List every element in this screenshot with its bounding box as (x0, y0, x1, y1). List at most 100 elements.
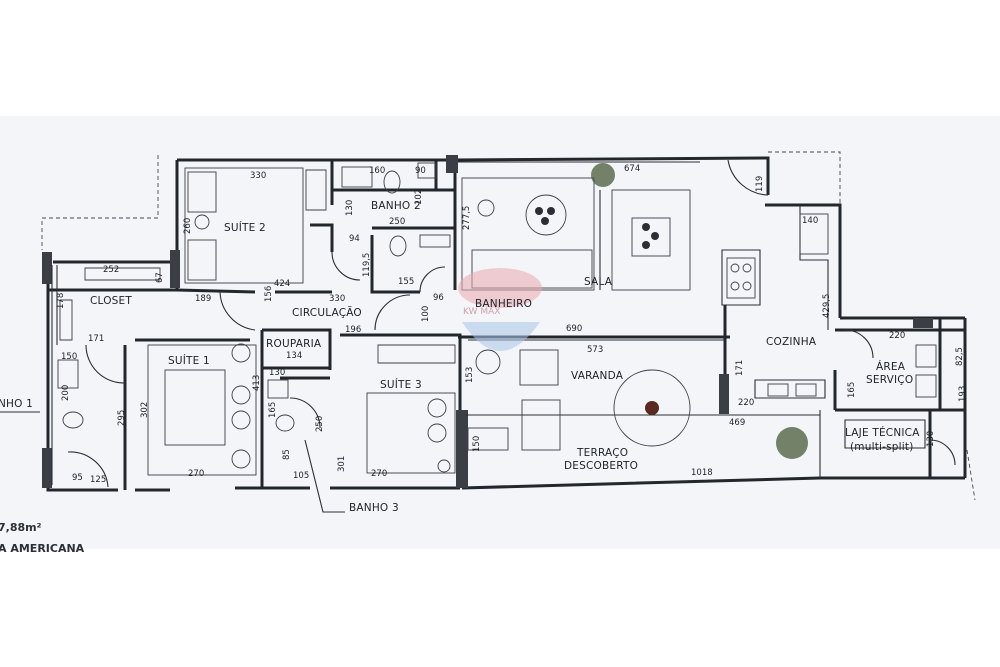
dim-label: 260 (183, 218, 193, 234)
dim-label: 250 (315, 416, 325, 432)
dim-label: 330 (329, 294, 345, 304)
dim-label: 424 (274, 279, 290, 289)
room-label-servico: SERVIÇO (866, 374, 913, 386)
dim-label: 94 (349, 234, 360, 244)
room-label-suite-3: SUÍTE 3 (380, 378, 422, 391)
dim-label: 270 (371, 469, 387, 479)
subtitle-label: A AMERICANA (0, 542, 85, 555)
dim-label: 119,5 (362, 253, 372, 277)
bed-suite-1 (147, 343, 257, 476)
room-label-closet: CLOSET (90, 295, 132, 307)
room-label-area: ÁREA (876, 360, 906, 373)
dim-label: 277,5 (462, 206, 472, 230)
room-label-laje-tecnica: LAJE TÉCNICA (845, 426, 920, 439)
dim-label: 171 (88, 334, 104, 344)
bed-suite-3 (366, 344, 456, 474)
room-label-sala: SALA (584, 276, 613, 288)
dim-label: 134 (286, 351, 302, 361)
room-label-cozinha: COZINHA (766, 336, 817, 348)
dim-label: 250 (389, 217, 405, 227)
room-labels: SUÍTE 2 BANHO 2 SALA CLOSET CIRCULAÇÃO B… (0, 200, 920, 514)
door-swings (67, 159, 956, 488)
room-label-rouparia: ROUPARIA (266, 338, 322, 350)
boundary-dashed-corner (966, 449, 976, 501)
dim-label: 96 (433, 293, 444, 303)
dim-label: 130 (345, 200, 355, 216)
dim-label: 100 (421, 306, 431, 322)
closet-shelves (59, 267, 161, 341)
kitchen-appliances (726, 213, 937, 398)
watermark-text: KW MAX (463, 307, 500, 317)
dimension-labels-vertical: 130 102 260 119,5 277,5 119 67 429,5 178… (56, 176, 968, 472)
balcony-furniture (467, 349, 691, 451)
dim-label: 140 (802, 216, 818, 226)
glazing-and-edges (51, 161, 926, 485)
dim-label: 220 (889, 331, 905, 341)
dim-label: 295 (117, 410, 127, 426)
dim-label: 153 (465, 367, 475, 383)
dim-label: 67 (155, 272, 165, 283)
dim-label: 252 (103, 265, 119, 275)
room-label-banheiro: BANHEIRO (475, 298, 532, 310)
room-label-banho-1: NHO 1 (0, 398, 33, 410)
dim-label: 119 (755, 176, 765, 192)
dim-label: 165 (847, 382, 857, 398)
boundary-dashed-left (41, 155, 159, 250)
dim-label: 178 (56, 293, 66, 309)
dimension-labels: 330 160 90 674 250 94 140 155 252 424 18… (61, 164, 905, 485)
pillar (446, 155, 458, 173)
dim-label: 130 (926, 431, 936, 447)
dim-label: 155 (398, 277, 414, 287)
room-label-multi-split: (multi-split) (850, 441, 914, 453)
area-label: 7,88m² (0, 521, 42, 534)
room-label-suite-2: SUÍTE 2 (224, 221, 266, 234)
room-label-suite-1: SUÍTE 1 (168, 354, 210, 367)
watermark-logo (458, 268, 542, 351)
dim-label: 82,5 (955, 347, 965, 366)
dim-label: 469 (729, 418, 745, 428)
dim-label: 193 (958, 386, 968, 402)
dim-label: 160 (369, 166, 385, 176)
pillar (913, 318, 933, 328)
dim-label: 90 (415, 166, 426, 176)
pillar (719, 374, 729, 414)
dim-label: 85 (282, 449, 292, 460)
plants (591, 163, 808, 459)
dim-label: 330 (250, 171, 266, 181)
dim-label: 95 (72, 473, 83, 483)
dim-label: 171 (735, 360, 745, 376)
dim-label: 125 (90, 475, 106, 485)
pillar (42, 252, 52, 284)
dim-label: 156 (264, 286, 274, 302)
dim-label: 302 (140, 402, 150, 418)
dim-label: 573 (587, 345, 603, 355)
dim-label: 196 (345, 325, 361, 335)
dim-label: 130 (269, 368, 285, 378)
pillar (456, 410, 468, 488)
pillar (42, 448, 52, 488)
pillar (170, 250, 180, 288)
dim-label: 674 (624, 164, 640, 174)
room-label-circulacao: CIRCULAÇÃO (292, 306, 362, 319)
room-label-banho-3: BANHO 3 (349, 502, 399, 514)
dim-label: 690 (566, 324, 582, 334)
dim-label: 102 (414, 189, 424, 205)
dim-label: 301 (337, 456, 347, 472)
leader-line (304, 439, 345, 513)
dim-label: 189 (195, 294, 211, 304)
dim-label: 105 (293, 471, 309, 481)
dim-label: 150 (472, 436, 482, 452)
room-label-banho-2: BANHO 2 (371, 200, 421, 212)
boundary-dashed-right (768, 151, 930, 319)
dim-label: 429,5 (822, 294, 832, 318)
room-label-terraco: TERRAÇO (576, 447, 628, 459)
dim-label: 413 (252, 375, 262, 391)
dim-label: 1018 (691, 468, 713, 478)
dim-label: 150 (61, 352, 77, 362)
bath-fixtures (57, 162, 451, 432)
room-label-varanda: VARANDA (571, 370, 624, 382)
dim-label: 220 (738, 398, 754, 408)
bed-suite-2 (184, 167, 327, 284)
dim-label: 200 (61, 385, 71, 401)
